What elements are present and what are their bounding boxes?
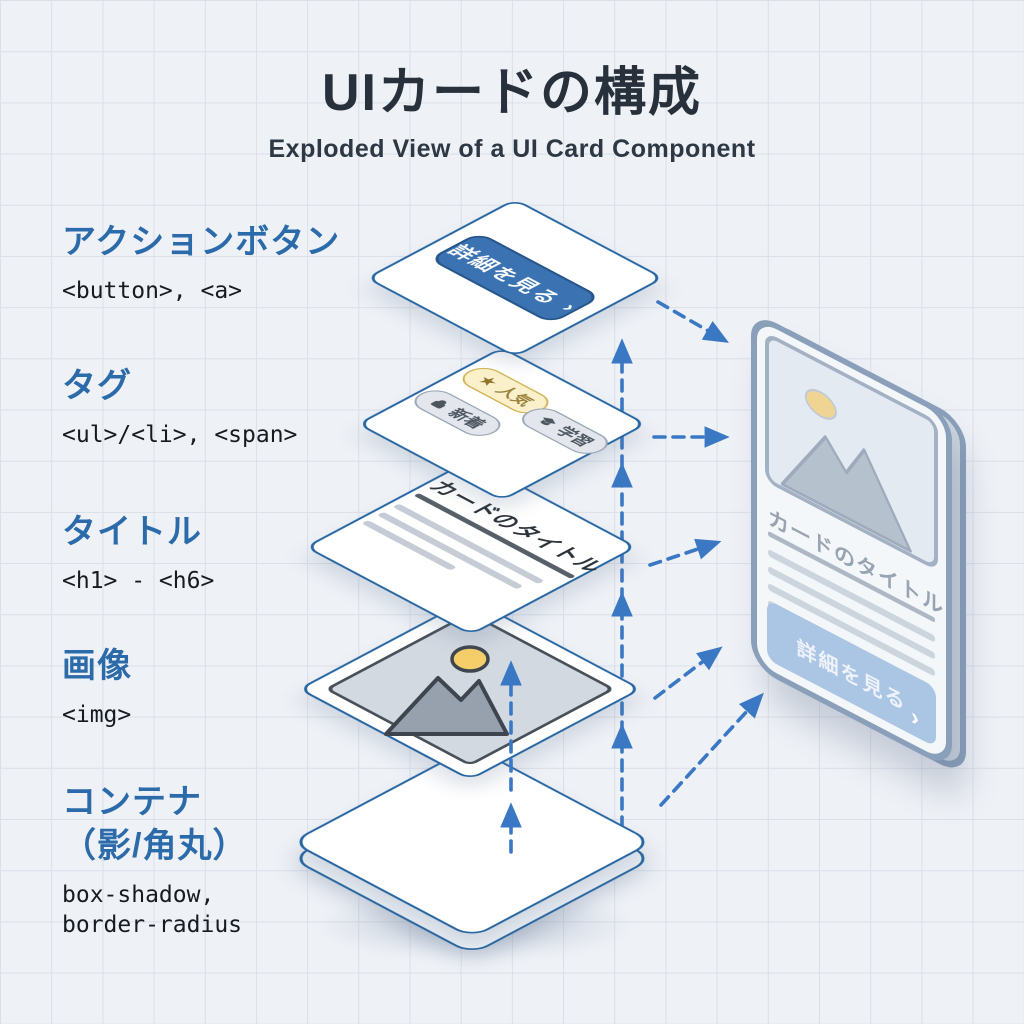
- legend-item-action-button: アクションボタン <button>, <a>: [62, 220, 340, 306]
- page-title: UIカードの構成: [321, 64, 702, 122]
- mountain-icon: [780, 435, 912, 553]
- page-subtitle: Exploded View of a UI Card Component: [268, 135, 756, 163]
- card-image-placeholder: [765, 331, 938, 572]
- legend-term-line2: （影/角丸）: [62, 827, 248, 865]
- legend-code: <img>: [62, 702, 132, 728]
- legend-item-image: 画像 <img>: [62, 644, 132, 730]
- legend-item-tags: タグ <ul>/<li>, <span>: [62, 364, 297, 450]
- legend-term: コンテナ: [62, 783, 202, 821]
- legend-term: 画像: [62, 647, 132, 685]
- sun-icon: [804, 388, 837, 420]
- tag-icon: [426, 396, 454, 411]
- legend-term: アクションボタン: [62, 223, 341, 261]
- legend-code: <h1> - <h6>: [62, 568, 215, 594]
- legend-item-container: コンテナ （影/角丸） box-shadow,border-radius: [62, 780, 247, 940]
- sun-icon: [450, 645, 490, 673]
- legend-item-title: タイトル <h1> - <h6>: [62, 510, 214, 596]
- assembled-card: カードのタイトル 詳細を見る ›: [751, 310, 952, 771]
- legend-term: タイトル: [62, 513, 202, 551]
- header: UIカードの構成 Exploded View of a UI Card Comp…: [0, 50, 1024, 164]
- mountain-icon: [384, 676, 509, 736]
- legend-code: <button>, <a>: [62, 278, 243, 304]
- legend-term: タグ: [62, 367, 132, 405]
- tag-pill-new: 新着: [405, 385, 510, 441]
- legend-code: <ul>/<li>, <span>: [62, 422, 298, 448]
- layer-tags: ★ 人気 新着 学習: [356, 346, 648, 502]
- legend-code: box-shadow,border-radius: [62, 882, 243, 938]
- graduation-cap-icon: [533, 414, 561, 429]
- tag-pill-learning: 学習: [513, 403, 617, 459]
